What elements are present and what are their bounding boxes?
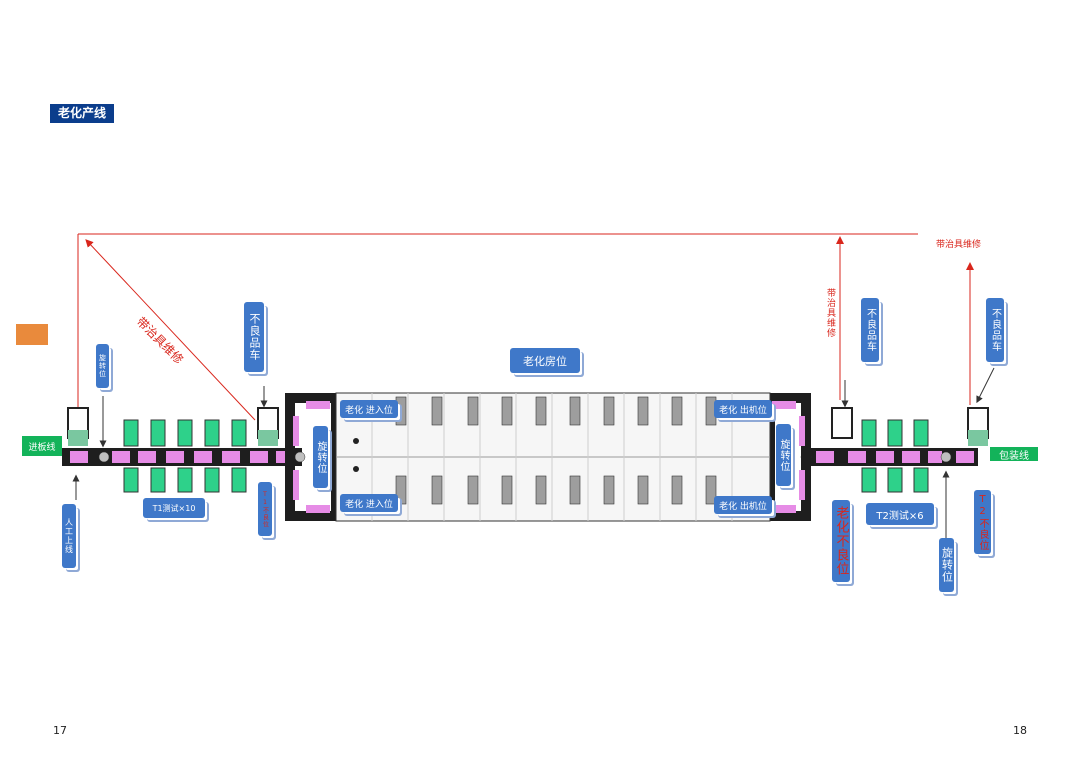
in-line-label: 进板线	[22, 436, 62, 456]
pointer-arrows	[72, 367, 995, 540]
page-number-right: 18	[1013, 724, 1027, 737]
orange-marker	[16, 324, 48, 345]
t1-test-label: T1测试×10	[143, 498, 205, 518]
rotate-right-label: 旋转位	[776, 424, 791, 486]
aging-in-bottom-label: 老化 进入位	[340, 494, 398, 512]
aging-out-bottom-label: 老化 出机位	[714, 496, 772, 514]
fixture-repair-right: 带治具维修	[936, 240, 982, 250]
aging-reject-label: 老化不良位	[832, 500, 850, 582]
rotate-small-label: 旋转位	[96, 344, 109, 388]
t2-test-stations	[861, 419, 929, 493]
rotate-bottom-label: 旋转位	[939, 538, 954, 592]
rotate-left-label: 旋转位	[313, 426, 328, 488]
page-number-left: 17	[53, 724, 67, 737]
aging-room	[335, 392, 771, 522]
t2-test-label: T2测试×6	[866, 503, 934, 525]
t1-reject-label: T1不良位	[258, 482, 272, 536]
pack-line-label: 包装线	[990, 447, 1038, 462]
reject-cart-mid-label: 不良品车	[861, 298, 879, 362]
fixture-repair-vertical: 带治具维修	[825, 288, 835, 338]
main-conveyor	[62, 393, 978, 521]
reject-cart-left-label: 不良品车	[244, 302, 264, 372]
t2-reject-label: T2不良位	[974, 490, 991, 554]
aging-in-top-label: 老化 进入位	[340, 400, 398, 418]
aging-out-top-label: 老化 出机位	[714, 400, 772, 418]
aging-room-label: 老化房位	[510, 348, 580, 373]
t1-test-stations	[123, 419, 247, 493]
reject-cart-right-label: 不良品车	[986, 298, 1004, 362]
section-title: 老化产线	[50, 104, 114, 123]
repair-loop-lines	[72, 233, 974, 430]
manual-feed-label: 人工上线	[62, 504, 76, 568]
